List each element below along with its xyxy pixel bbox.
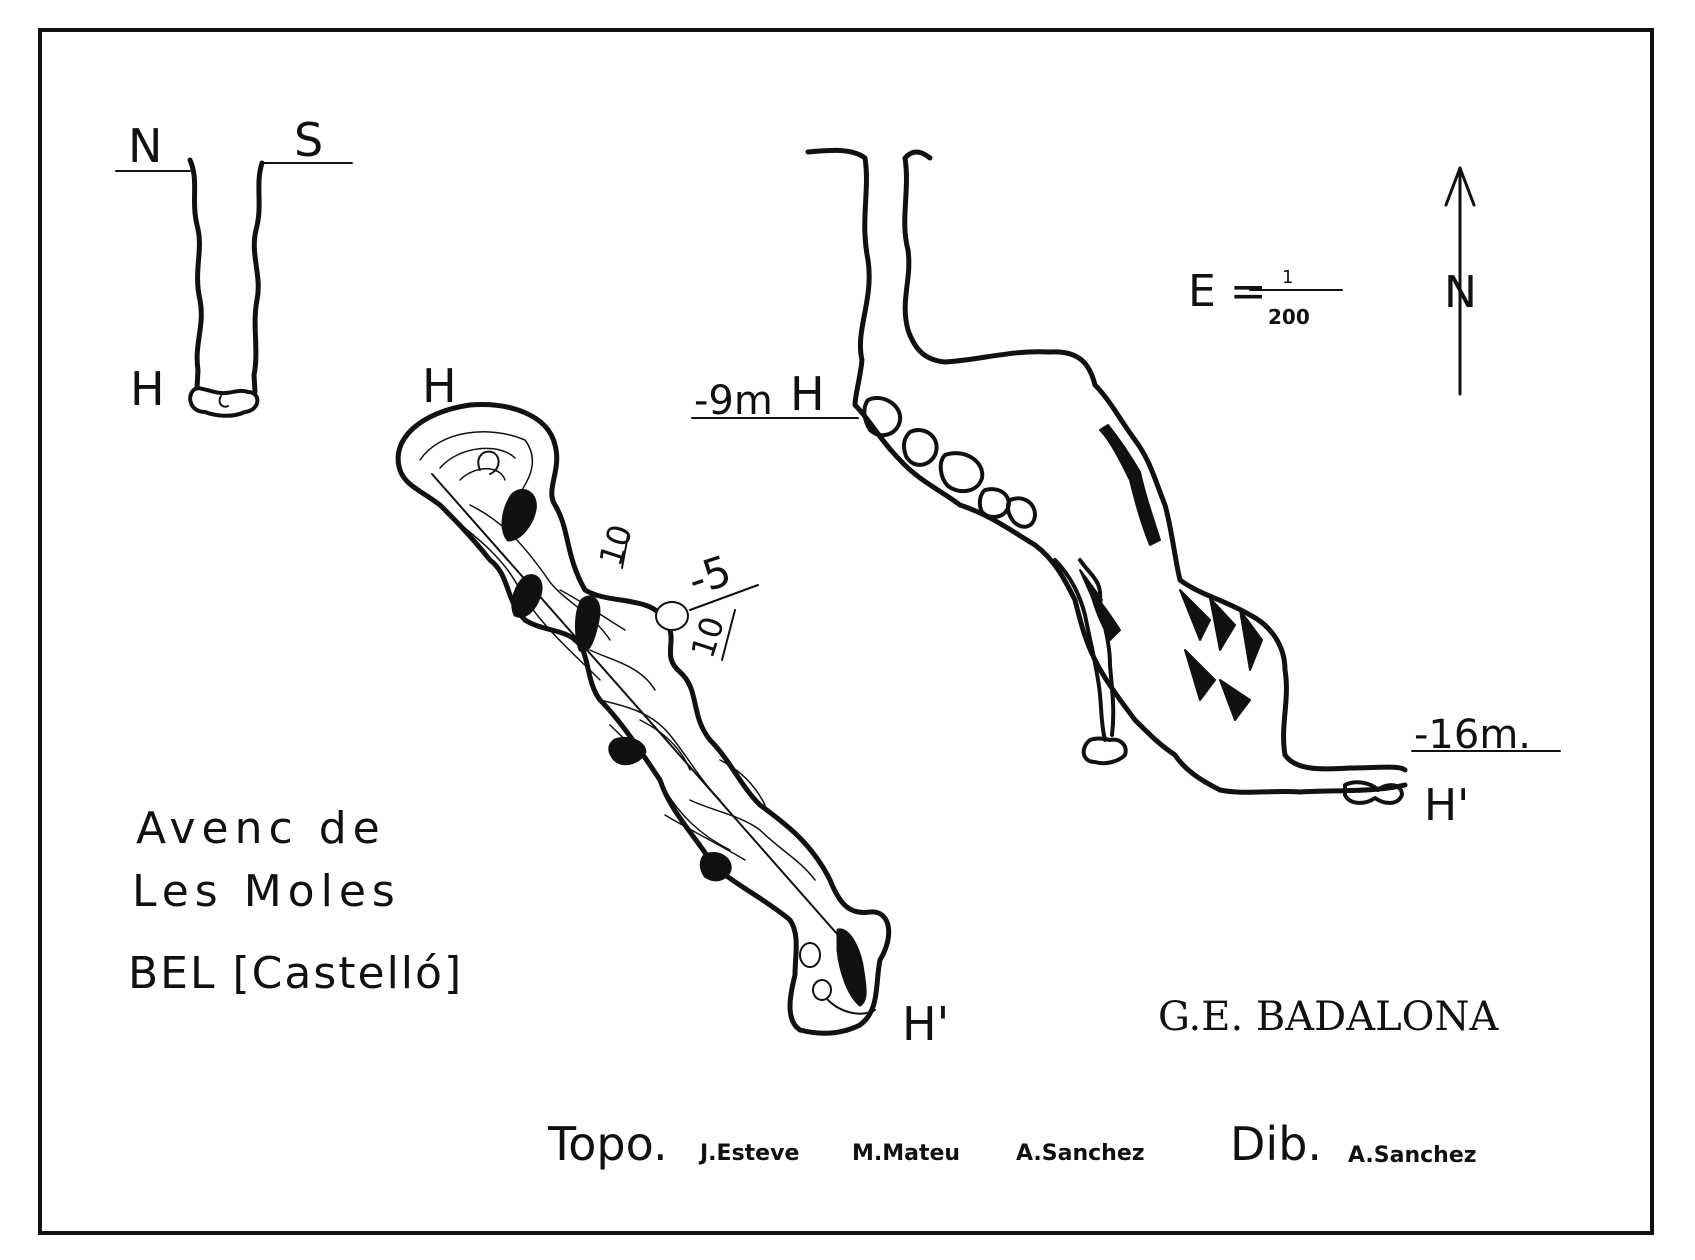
plan-view [395, 402, 892, 1036]
section-bottom-depth: -16m. [1414, 712, 1531, 758]
title-line-1: Avenc de [136, 803, 386, 854]
map-frame [38, 28, 1654, 1235]
north-arrow-label: N [1444, 267, 1477, 318]
section-bottom-point: H' [1424, 780, 1469, 831]
credits-topo-label: Topo. [547, 1117, 668, 1171]
section-top-depth: -9m [694, 378, 773, 424]
ns-point-label: H [130, 362, 165, 416]
title-line-3: BEL [Castelló] [128, 948, 463, 999]
scale-numerator: 1 [1282, 267, 1293, 288]
credits-dib-label: Dib. [1230, 1117, 1322, 1171]
credits-dib-1: A.Sanchez [1348, 1143, 1477, 1168]
org-label: G.E. BADALONA [1158, 994, 1499, 1040]
plan-contour-label-b: 10 [683, 612, 732, 662]
ns-section [115, 157, 353, 418]
scale-prefix: E = [1188, 266, 1267, 317]
scale-denominator: 200 [1268, 305, 1310, 329]
plan-contour-label-a: 10 [591, 520, 640, 570]
section-top-point: H [790, 367, 825, 421]
plan-start-label: H [422, 359, 457, 413]
ns-south-label: S [294, 113, 323, 167]
plan-end-label: H' [902, 997, 949, 1051]
title-line-2: Les Moles [132, 866, 401, 917]
north-arrow [1444, 166, 1476, 396]
long-section [691, 147, 1561, 805]
ns-north-label: N [128, 119, 162, 173]
credits-topo-2: M.Mateu [852, 1141, 960, 1166]
credits-topo-1: J.Esteve [698, 1141, 799, 1166]
credits-topo-3: A.Sanchez [1016, 1141, 1145, 1166]
